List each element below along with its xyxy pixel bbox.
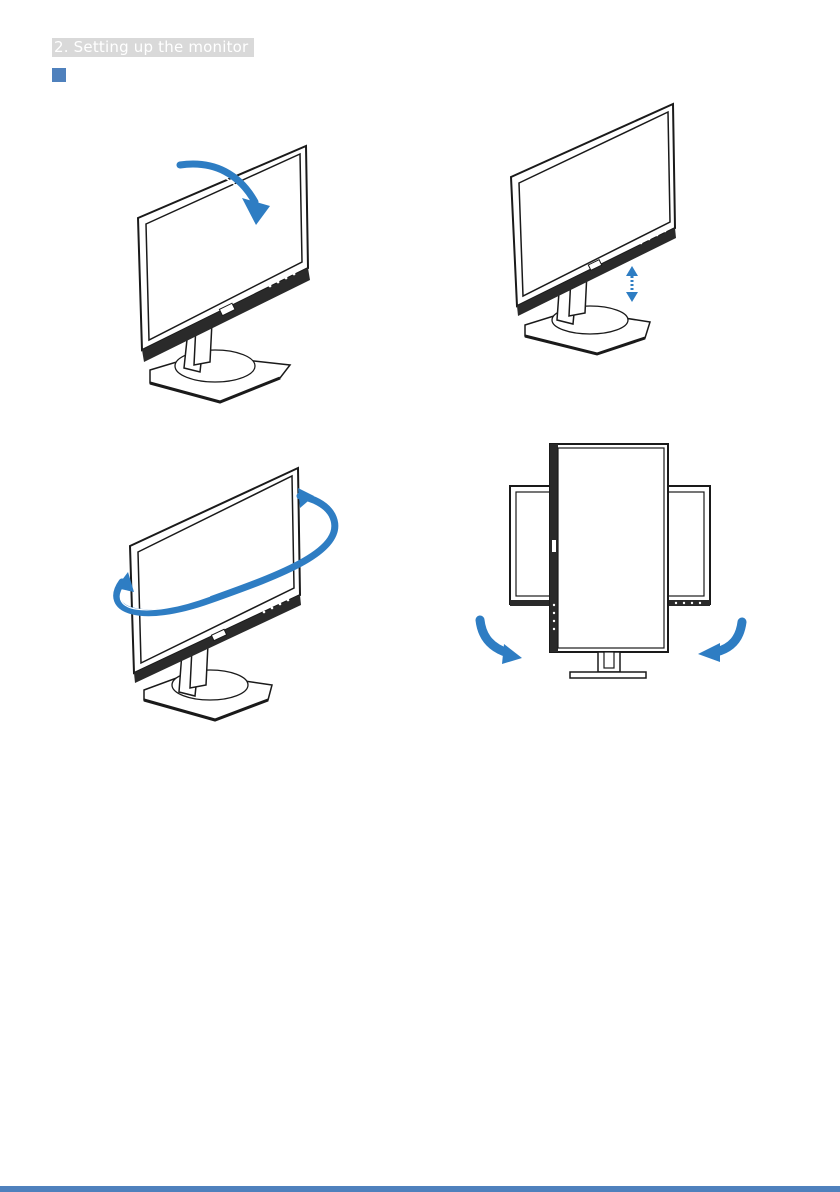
section-header: 2. Setting up the monitor	[52, 38, 254, 57]
tilt-arrow-icon	[130, 140, 330, 410]
height-arrow-icon	[505, 100, 685, 360]
height-adjust-illustration	[505, 100, 685, 360]
pivot-illustration	[470, 440, 760, 690]
pivot-arrow-icon	[470, 440, 760, 690]
swivel-arrow-icon	[100, 460, 340, 730]
section-marker	[52, 68, 66, 82]
swivel-illustration	[100, 460, 340, 730]
footer-rule	[0, 1186, 840, 1192]
tilt-illustration	[130, 140, 330, 410]
